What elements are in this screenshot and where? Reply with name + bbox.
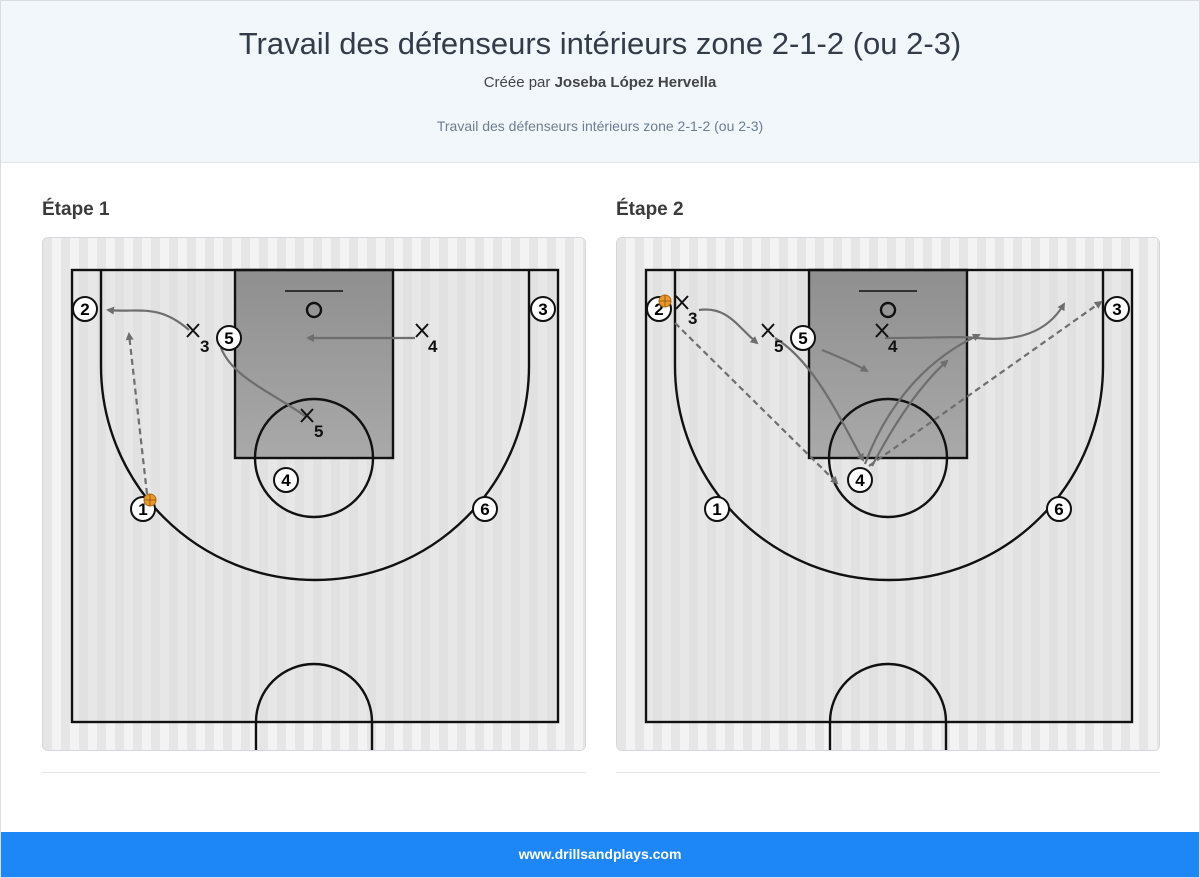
basketball-icon xyxy=(658,294,672,308)
three-point-line xyxy=(673,270,1105,582)
offense-player-2: 2 xyxy=(72,296,98,322)
step-2-movements xyxy=(674,300,1103,485)
page-header: Travail des défenseurs intérieurs zone 2… xyxy=(1,1,1199,163)
defender-x5: 5 xyxy=(300,408,323,441)
svg-text:5: 5 xyxy=(798,329,807,348)
defender-5-label: 5 xyxy=(774,337,783,356)
svg-text:6: 6 xyxy=(480,500,489,519)
cut-arrow-defender-4-b xyxy=(871,359,949,467)
offense-player-1: 1 xyxy=(704,496,730,522)
step-1-court: 3 4 5 2 3 5 4 1 6 xyxy=(42,237,586,751)
svg-text:1: 1 xyxy=(712,500,721,519)
offense-player-6: 6 xyxy=(1046,496,1072,522)
defender-x4: 4 xyxy=(415,323,438,356)
cut-line-defender-5 xyxy=(219,347,306,417)
court-diagram-1: 3 4 5 2 3 5 4 1 6 xyxy=(43,238,585,750)
step-1-divider xyxy=(42,772,586,773)
cut-arrow-x4 xyxy=(884,302,1066,340)
pass-arrow-4-to-3 xyxy=(868,300,1103,467)
free-throw-circle xyxy=(253,397,375,519)
step-1-title: Étape 1 xyxy=(42,199,110,220)
offense-player-5: 5 xyxy=(216,325,242,351)
offense-player-4: 4 xyxy=(273,467,299,493)
footer-link[interactable]: www.drillsandplays.com xyxy=(1,832,1199,877)
svg-text:6: 6 xyxy=(1054,500,1063,519)
defender-x3: 3 xyxy=(186,323,209,356)
svg-text:5: 5 xyxy=(224,329,233,348)
offense-player-5: 5 xyxy=(790,325,816,351)
center-circle xyxy=(828,662,948,750)
defender-5-label: 5 xyxy=(314,422,323,441)
cut-arrow-defender-3 xyxy=(106,306,190,331)
basket-rim xyxy=(305,301,323,319)
paint-lines xyxy=(233,268,395,460)
step-2-court: 3 5 4 2 3 5 4 1 6 xyxy=(616,237,1160,751)
defender-x3: 3 xyxy=(675,295,697,328)
step-2-title: Étape 2 xyxy=(616,199,684,220)
free-throw-circle xyxy=(827,397,949,519)
offense-player-3: 3 xyxy=(530,296,556,322)
cut-arrow-player-5 xyxy=(821,348,869,373)
court-diagram-2: 3 5 4 2 3 5 4 1 6 xyxy=(617,238,1159,750)
pass-arrow-1-to-2 xyxy=(125,332,149,495)
offense-player-6: 6 xyxy=(472,496,498,522)
step-2-divider xyxy=(616,772,1160,773)
offense-player-3: 3 xyxy=(1104,296,1130,322)
svg-text:2: 2 xyxy=(654,300,663,319)
defender-3-label: 3 xyxy=(688,309,697,328)
page-subtitle: Travail des défenseurs intérieurs zone 2… xyxy=(436,118,764,134)
offense-player-4: 4 xyxy=(847,467,873,493)
byline-prefix: Créée par xyxy=(483,74,551,91)
svg-text:3: 3 xyxy=(1112,300,1121,319)
center-circle xyxy=(254,662,374,750)
svg-text:1: 1 xyxy=(138,500,147,519)
defender-3-label: 3 xyxy=(200,337,209,356)
step-1-movements xyxy=(106,306,415,495)
paint-lines xyxy=(807,268,969,460)
defender-x5: 5 xyxy=(761,323,783,356)
svg-text:3: 3 xyxy=(538,300,547,319)
defender-4-label: 4 xyxy=(888,337,898,356)
defender-x4: 4 xyxy=(875,323,898,356)
svg-text:4: 4 xyxy=(281,471,291,490)
basketball-icon xyxy=(143,493,157,507)
cut-arrow-defender-3 xyxy=(698,308,759,345)
svg-text:2: 2 xyxy=(80,300,89,319)
paint-area xyxy=(235,270,393,458)
page-title: Travail des défenseurs intérieurs zone 2… xyxy=(238,26,962,61)
defender-4-label: 4 xyxy=(428,337,438,356)
cut-arrow-defender-5 xyxy=(774,337,865,462)
author-line: Créée par Joseba López Hervella xyxy=(1,74,1199,91)
author-name: Joseba López Hervella xyxy=(554,74,717,91)
three-point-line xyxy=(99,270,531,582)
svg-text:4: 4 xyxy=(855,471,865,490)
pass-arrow-2-to-4 xyxy=(674,322,839,485)
cut-arrow-defender-4-a xyxy=(863,333,981,465)
basket-rim xyxy=(879,301,897,319)
